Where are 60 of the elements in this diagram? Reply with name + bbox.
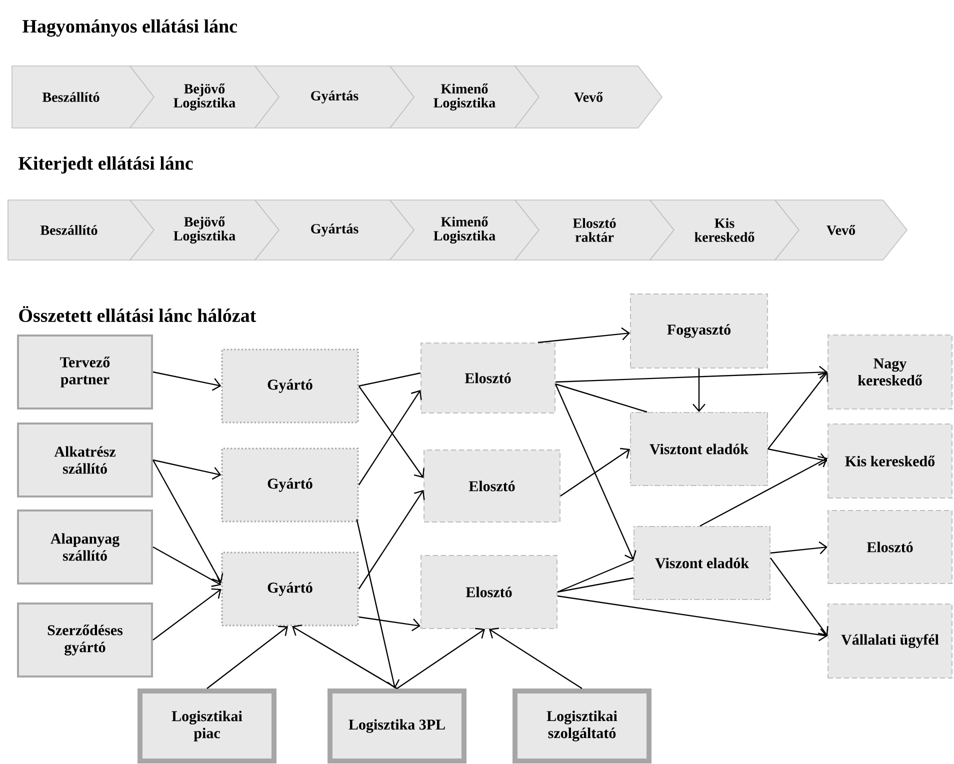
process-box: Elosztó [420, 555, 558, 629]
partner-box: Tervező partner [17, 334, 153, 410]
process-box: Viszont eladók [634, 526, 770, 600]
arrow [152, 459, 222, 480]
arrow [768, 448, 828, 466]
chevron-step: Gyártás [254, 200, 415, 260]
chevron-step: Gyártás [254, 66, 414, 128]
arrow [560, 448, 630, 496]
arrow [152, 588, 222, 640]
process-box: Vállalati ügyfél [828, 604, 952, 678]
arrow [152, 371, 222, 391]
chevron-step: Beszállító [12, 66, 154, 128]
arrow [356, 519, 400, 688]
arrow [768, 372, 828, 450]
arrow [152, 546, 222, 587]
arrow [206, 626, 288, 689]
process-box: Nagy kereskedő [828, 334, 952, 410]
partner-box: Alkatrész szállító [17, 422, 153, 498]
arrow [358, 386, 424, 478]
chevron-step: Kimenő Logisztika [389, 66, 540, 128]
chevron-step: Beszállító [8, 200, 155, 260]
section-heading: Összetett ellátási lánc hálózat [19, 306, 256, 322]
manufacturer-box: Gyártó [221, 448, 359, 522]
chevron-step: Vevő [774, 200, 908, 260]
arrow [358, 390, 422, 486]
arrow [770, 541, 828, 554]
process-box: Elosztó [828, 510, 952, 584]
process-box: Elosztó [420, 342, 556, 414]
arrow [692, 368, 706, 412]
process-box: Visztont eladók [630, 412, 768, 486]
chevron-step: Bejövő Logisztika [129, 66, 280, 128]
manufacturer-box: Gyártó [221, 348, 359, 424]
arrow [358, 490, 425, 590]
process-box: Elosztó [424, 450, 560, 522]
partner-box: Alapanyag szállító [17, 510, 153, 584]
partner-box: Szerződéses gyártó [17, 602, 153, 678]
section-heading: Kiterjedt ellátási lánc [18, 156, 193, 174]
logistics-box: Logisztika 3PL [328, 688, 466, 764]
arrow [152, 460, 224, 584]
arrow [770, 558, 828, 636]
arrow [554, 384, 636, 560]
logistics-box: Logisztikai szolgáltató [512, 688, 652, 764]
arrow [292, 624, 398, 690]
chevron-step: Vevő [514, 66, 663, 128]
logistics-box: Logisztikai piac [138, 688, 276, 764]
arrow [555, 366, 828, 383]
arrow [538, 327, 630, 344]
manufacturer-box: Gyártó [221, 552, 359, 626]
arrow [396, 628, 485, 689]
arrow [489, 628, 582, 690]
section-heading: Hagyományos ellátási lánc [22, 19, 238, 37]
chevron-step: Elosztó raktár [514, 200, 675, 260]
chevron-step: Kimenő Logisztika [389, 200, 540, 260]
process-box: Kis kereskedő [828, 424, 952, 498]
arrow [358, 616, 420, 632]
chevron-step: Kis kereskedő [649, 200, 800, 260]
process-box: Fogyasztó [630, 294, 768, 368]
arrow [557, 595, 828, 642]
arrow [700, 456, 828, 527]
chevron-step: Bejövő Logisztika [129, 200, 280, 260]
